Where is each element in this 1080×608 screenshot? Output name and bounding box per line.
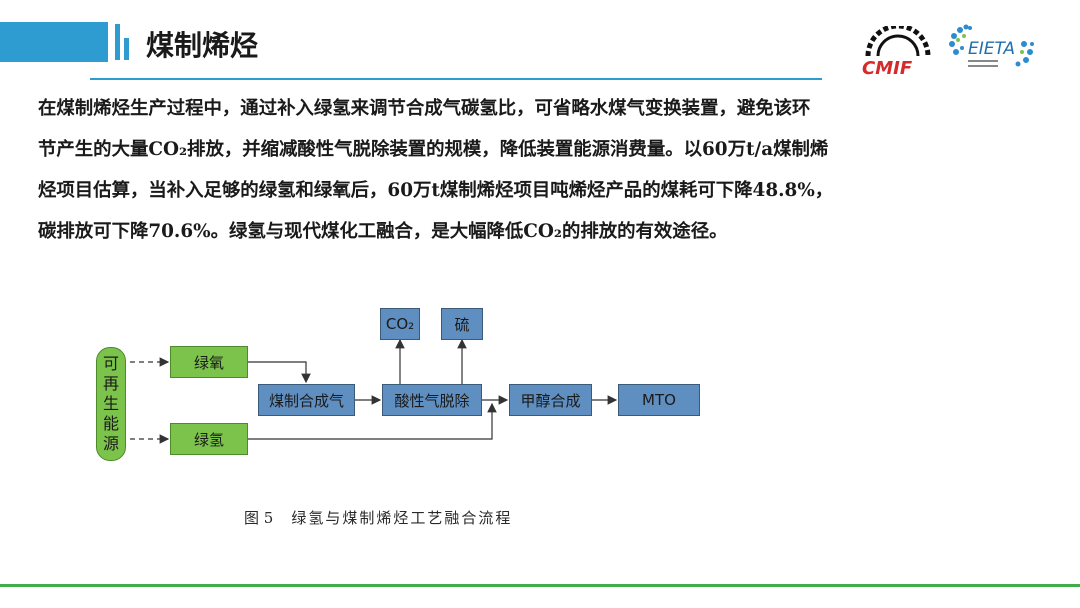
methanol-synthesis-node: 甲醇合成 xyxy=(509,384,592,416)
renewable-char: 能 xyxy=(102,414,119,433)
title-accent-tick xyxy=(115,24,120,60)
syngas-node: 煤制合成气 xyxy=(258,384,355,416)
renewable-char: 可 xyxy=(102,354,119,373)
figure-caption: 图 5 绿氢与煤制烯烃工艺融合流程 xyxy=(244,507,512,528)
title-accent-bar xyxy=(0,22,108,62)
green-oxygen-node: 绿氧 xyxy=(170,346,248,378)
body-line: 烃项目估算，当补入足够的绿氢和绿氧后，60万t煤制烯烃项目吨烯烃产品的煤耗可下降… xyxy=(38,180,834,201)
renewable-char: 生 xyxy=(102,394,119,413)
body-line: 在煤制烯烃生产过程中，通过补入绿氢来调节合成气碳氢比，可省略水煤气变换装置，避免… xyxy=(38,98,811,119)
body-line: 节产生的大量CO₂排放，并缩减酸性气脱除装置的规模，降低装置能源消费量。以60万… xyxy=(38,139,829,160)
figure-number: 图 5 xyxy=(244,509,274,527)
page-title: 煤制烯烃 xyxy=(146,29,259,62)
flow-arrows xyxy=(130,338,618,444)
process-flow-diagram: 可 再 生 能 源 绿氧 绿氢 煤制合成气 酸性气脱除 甲醇合成 MTO CO₂… xyxy=(90,296,710,466)
cmif-logo-text: CMIF xyxy=(862,58,913,78)
cmif-logo: CMIF xyxy=(862,26,931,78)
figure-caption-text: 绿氢与煤制烯烃工艺融合流程 xyxy=(291,509,513,527)
eieta-logo-text: EIETA xyxy=(968,39,1015,59)
sulfur-output-node: 硫 xyxy=(441,308,483,340)
footer-rule xyxy=(0,584,1080,587)
mto-node: MTO xyxy=(618,384,700,416)
body-paragraph: 在煤制烯烃生产过程中，通过补入绿氢来调节合成气碳氢比，可省略水煤气变换装置，避免… xyxy=(38,88,1038,252)
title-divider xyxy=(90,78,822,80)
renewable-energy-node: 可 再 生 能 源 xyxy=(96,347,126,461)
body-line: 碳排放可下降70.6%。绿氢与现代煤化工融合，是大幅降低CO₂的排放的有效途径。 xyxy=(38,221,728,242)
title-accent-tick xyxy=(124,38,129,60)
renewable-char: 源 xyxy=(102,434,119,453)
acid-gas-removal-node: 酸性气脱除 xyxy=(382,384,482,416)
co2-output-node: CO₂ xyxy=(380,308,420,340)
eieta-logo: EIETA xyxy=(949,24,1034,67)
green-hydrogen-node: 绿氢 xyxy=(170,423,248,455)
renewable-char: 再 xyxy=(102,374,119,393)
